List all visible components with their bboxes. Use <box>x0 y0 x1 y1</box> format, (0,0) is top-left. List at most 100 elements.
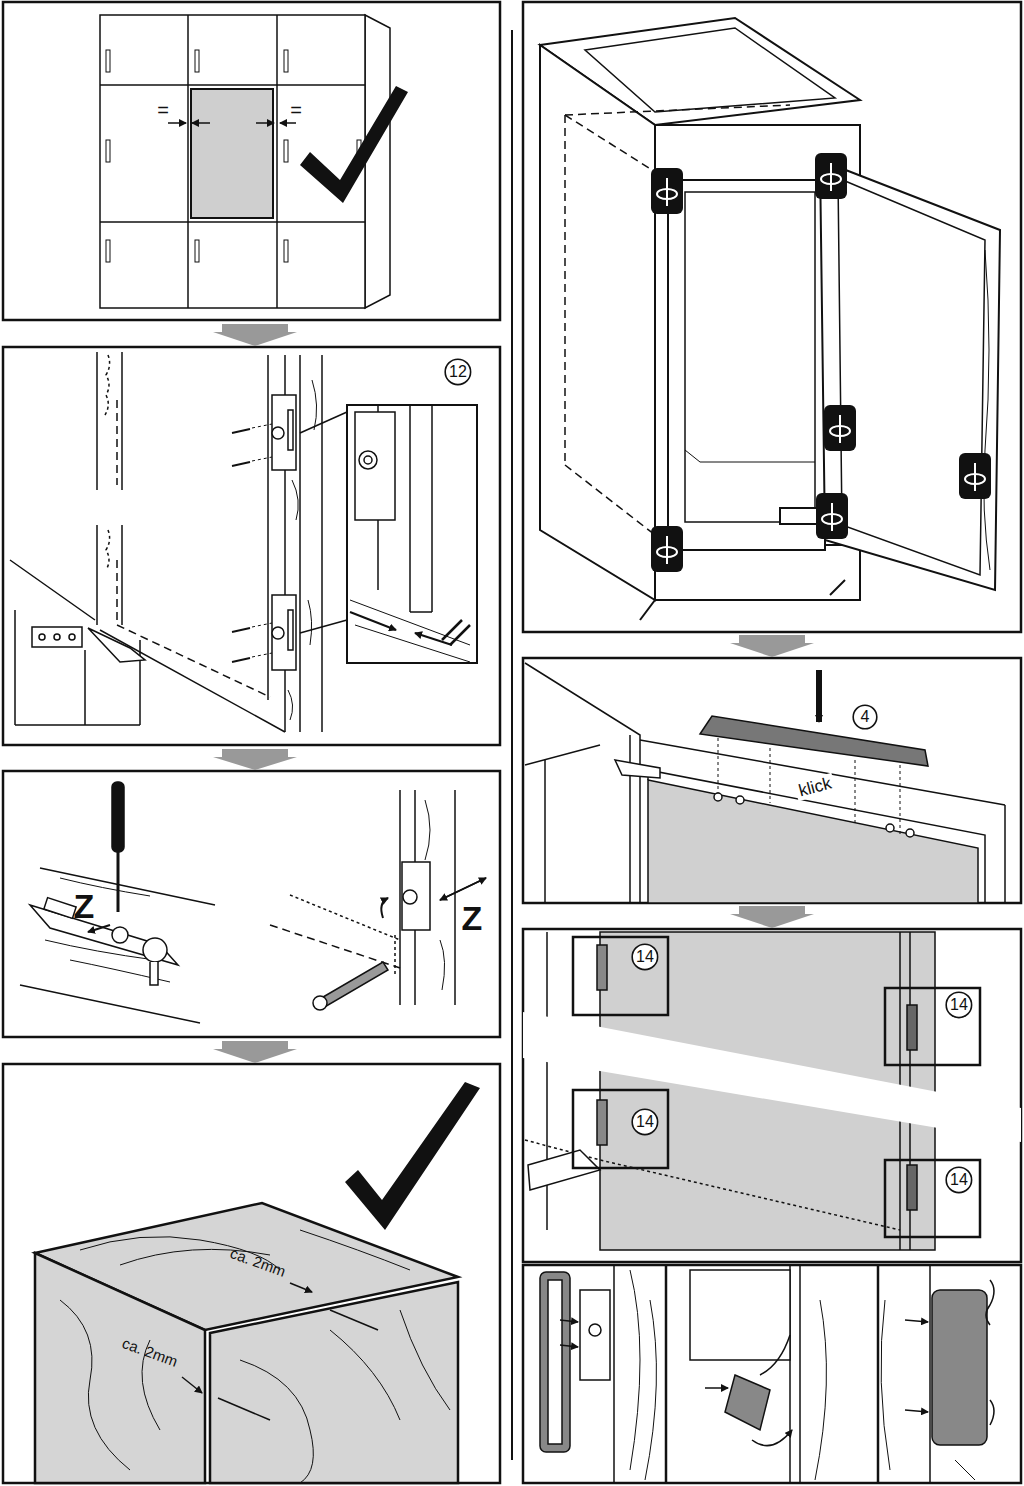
adjust-axis: Z <box>74 889 95 923</box>
cover-detail-part <box>700 716 928 766</box>
hinge-detail-part-part <box>288 610 293 650</box>
hinge-detail-part <box>39 634 45 640</box>
panel-frames <box>3 2 1021 1483</box>
handle-steps-part <box>705 1387 728 1389</box>
panel-frames-part <box>877 1265 880 1483</box>
door-detail-part <box>597 945 607 990</box>
hinge-detail-part <box>121 352 123 490</box>
handle-steps-part <box>690 1270 790 1360</box>
finished-unit-part-part <box>60 1300 160 1470</box>
cabinet-grid-part <box>100 221 365 223</box>
cover-detail-part <box>648 780 978 903</box>
finished-unit-part <box>35 1253 205 1483</box>
cabinet-grid-part <box>191 89 273 218</box>
hinge-detail-part-part <box>252 623 272 627</box>
adjust-detail-part <box>117 852 120 912</box>
panel-frames-part <box>523 1265 1021 1483</box>
gap-leaders-part <box>182 1377 202 1393</box>
cover-detail <box>525 663 1005 903</box>
screw-icons-part-part <box>666 178 668 206</box>
door-detail-part <box>525 1140 900 1230</box>
adjust-axis: Z <box>462 901 483 935</box>
hinge-detail-part <box>69 634 75 640</box>
screw-icons-part-part <box>974 463 976 491</box>
hinge-detail-part <box>272 395 296 670</box>
hinge-detail-part <box>300 620 347 633</box>
hinge-detail-part <box>121 525 123 625</box>
hinge-detail-part <box>105 355 110 415</box>
step-arrows-part <box>730 635 814 657</box>
gap-dimension: ca. 2mm <box>120 1335 179 1369</box>
door-detail-part <box>907 1165 917 1210</box>
cover-detail-part <box>906 829 914 837</box>
door-detail-part <box>597 1100 607 1145</box>
cabinet-grid-part <box>100 84 365 86</box>
cabinet-open-part <box>565 105 790 545</box>
adjust-detail-part <box>290 895 400 940</box>
cabinet-grid-part-part <box>195 50 199 72</box>
handle-steps-part <box>560 1345 578 1347</box>
callout-number: 4 <box>861 709 870 725</box>
adjust-detail-part <box>143 938 167 962</box>
door-detail <box>523 932 1021 1250</box>
hinge-detail-part <box>410 611 432 613</box>
hinge-detail-part <box>364 456 372 464</box>
cabinet-open <box>540 18 1000 620</box>
screw-icons-part <box>651 168 683 214</box>
adjust-detail-part <box>394 935 396 975</box>
panel-frames-part <box>665 1265 668 1483</box>
callout-circle: 14 <box>945 991 973 1019</box>
gap-arrows <box>168 122 296 124</box>
push-arrow <box>816 670 822 722</box>
cabinet-open-part <box>830 580 845 595</box>
hinge-detail-part <box>442 620 470 645</box>
callout-number: 14 <box>636 949 654 965</box>
hinge-detail-part <box>116 400 118 485</box>
cabinet-open-part <box>685 192 815 522</box>
handle-steps-part <box>560 1320 578 1322</box>
adjust-detail-part <box>440 878 486 900</box>
cabinet-grid-part-part <box>284 140 288 162</box>
screw-icons-part <box>816 493 848 539</box>
screw-icons-part-part <box>839 415 841 443</box>
adjust-detail-part <box>440 878 486 900</box>
cabinet-grid <box>100 15 390 308</box>
screw-icons-part <box>824 405 856 451</box>
step-arrows-part <box>213 1041 297 1063</box>
panel-frames-part <box>523 2 1021 632</box>
cover-detail-part <box>648 770 985 903</box>
callout-circle: 14 <box>631 943 659 971</box>
hinge-detail-part-part <box>232 628 250 632</box>
door-detail-part <box>528 1150 600 1190</box>
hinge-detail-part <box>96 352 98 490</box>
panel-frames-part <box>3 771 500 1037</box>
adjust-detail-part <box>403 890 417 904</box>
cabinet-open-part-part <box>565 105 790 115</box>
adjust-detail-part <box>313 996 327 1010</box>
handle-steps-part <box>986 1280 994 1325</box>
cabinet-open-part <box>540 45 655 600</box>
hinge-detail-part-part <box>252 653 272 657</box>
callout-circle: 12 <box>444 358 472 386</box>
hinge-detail-part <box>267 355 269 700</box>
hinge-detail-part-part <box>232 658 250 662</box>
hinge-detail-part-part <box>272 627 284 639</box>
screw-icons-part <box>651 526 683 572</box>
finished-unit-part-part <box>240 1310 450 1483</box>
hinge-detail-part-part <box>252 424 272 428</box>
column-divider <box>511 30 513 1460</box>
cabinet-open-part <box>640 600 655 620</box>
adjust-detail-part <box>30 905 178 965</box>
click-note: klick <box>794 773 837 801</box>
step-arrows-part <box>213 749 297 770</box>
hinge-detail-part <box>96 525 98 625</box>
screw-icons-part-part <box>831 503 833 531</box>
hinge-detail-part <box>10 560 140 725</box>
door-detail-part-part <box>885 1160 980 1237</box>
adjust-detail-part <box>112 782 124 852</box>
adjust-detail-part <box>402 862 430 930</box>
screw-icons-part-part <box>830 163 832 191</box>
gap-leaders-part <box>290 1283 312 1292</box>
step-arrows-part <box>730 906 814 928</box>
